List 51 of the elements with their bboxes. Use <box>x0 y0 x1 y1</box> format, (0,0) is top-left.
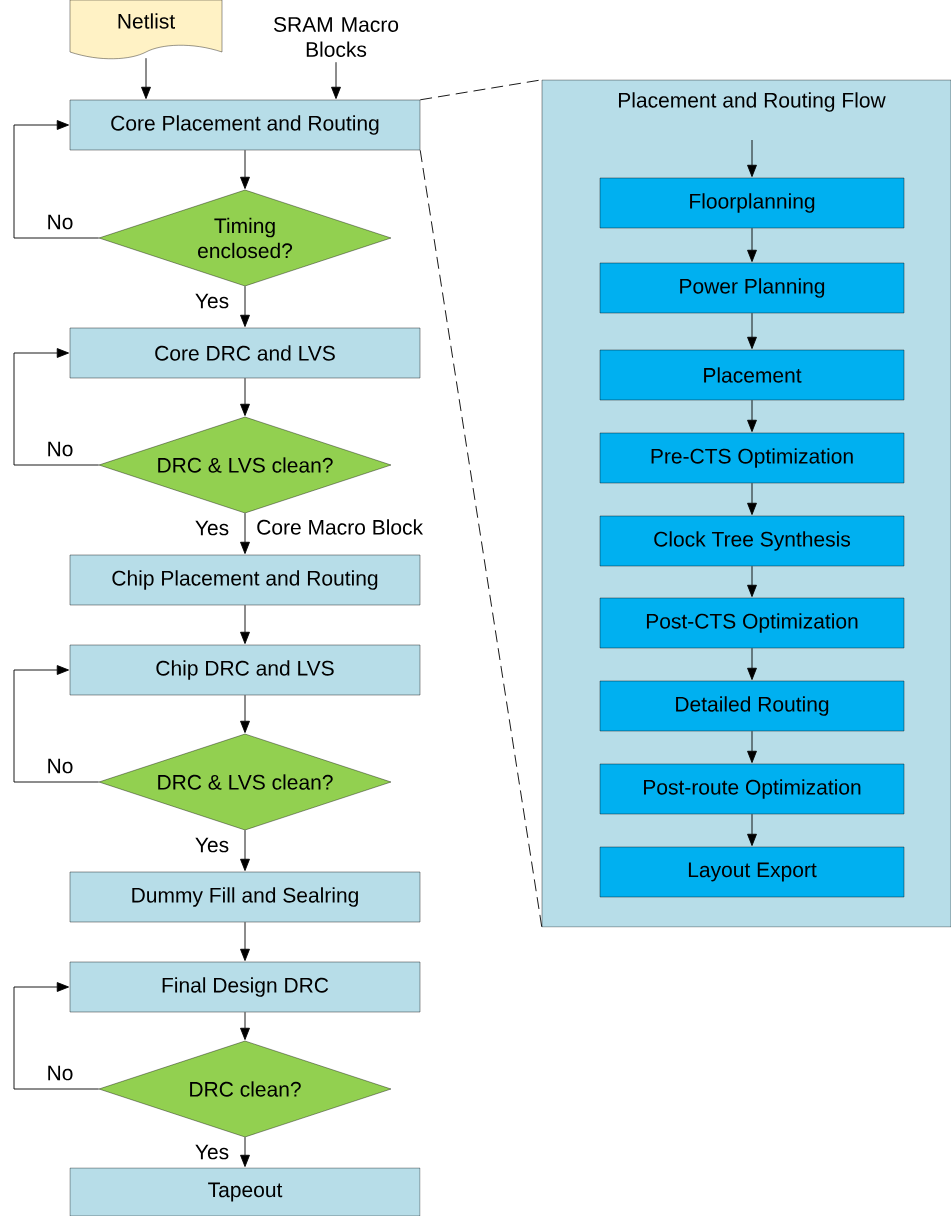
process-box: Core Placement and Routing <box>69 99 421 151</box>
step-box: Post-CTS Optimization <box>599 597 905 649</box>
arrow <box>331 61 341 99</box>
input-label: SRAM Macro Blocks <box>273 17 399 57</box>
step-box: Floorplanning <box>599 177 905 229</box>
edge-label: No <box>45 757 75 775</box>
step-box: Post-route Optimization <box>599 763 905 815</box>
arrow <box>240 149 250 189</box>
arrow <box>240 604 250 644</box>
edge-label: Yes <box>193 836 231 854</box>
arrow <box>747 813 757 846</box>
step-box: Power Planning <box>599 262 905 314</box>
arrow <box>240 694 250 733</box>
arrow <box>240 1011 250 1040</box>
arrow <box>240 512 250 554</box>
process-box: Final Design DRC <box>69 961 421 1013</box>
edge-label: Yes <box>193 519 231 537</box>
arrow <box>240 921 250 961</box>
edge-label: Yes <box>193 292 231 310</box>
arrow <box>747 565 757 597</box>
step-box: Placement <box>599 349 905 401</box>
arrow <box>747 312 757 349</box>
process-box: Tapeout <box>69 1167 421 1216</box>
arrow <box>747 730 757 763</box>
process-box: Chip DRC and LVS <box>69 644 421 696</box>
arrow <box>747 647 757 680</box>
annotation-label: Core Macro Block <box>257 519 424 535</box>
arrow <box>240 377 250 416</box>
edge-label: No <box>45 213 75 231</box>
arrow <box>13 665 100 783</box>
arrow <box>13 120 100 239</box>
step-box: Clock Tree Synthesis <box>599 515 905 567</box>
arrow <box>13 348 100 466</box>
arrow <box>141 57 151 99</box>
process-box: Chip Placement and Routing <box>69 554 421 606</box>
step-box: Detailed Routing <box>599 680 905 732</box>
edge-label: No <box>45 1064 75 1082</box>
edge-label: No <box>45 440 75 458</box>
process-box: Dummy Fill and Sealring <box>69 871 421 923</box>
arrow <box>747 227 757 262</box>
arrow <box>240 285 250 327</box>
arrow <box>747 399 757 432</box>
step-box: Layout Export <box>599 846 905 898</box>
step-box: Pre-CTS Optimization <box>599 432 905 484</box>
arrow <box>240 829 250 871</box>
arrow <box>747 482 757 515</box>
arrow <box>240 1136 250 1167</box>
arrow <box>747 139 757 177</box>
arrow <box>13 982 100 1090</box>
process-box: Core DRC and LVS <box>69 327 421 379</box>
edge-label: Yes <box>193 1143 231 1161</box>
